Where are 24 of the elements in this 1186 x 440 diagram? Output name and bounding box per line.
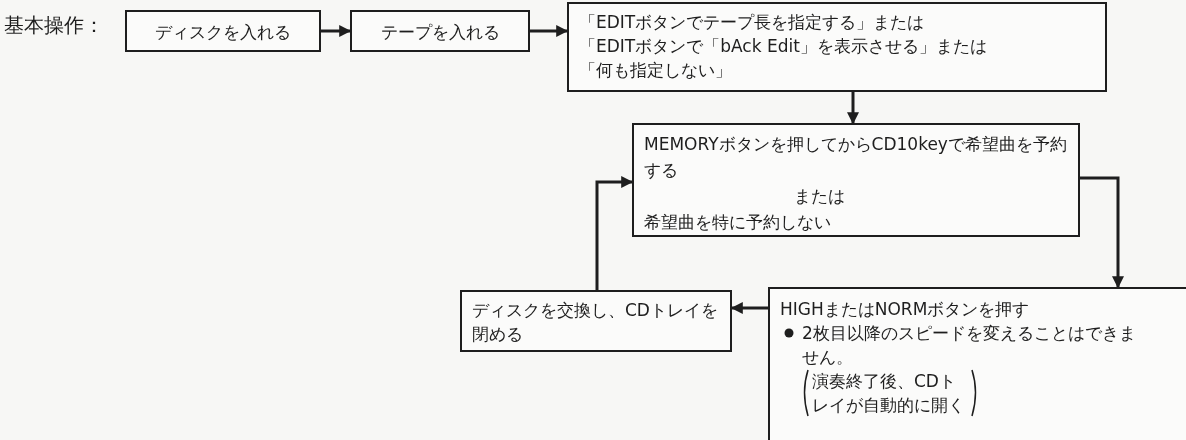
box-text: ディスクを入れる [154, 21, 292, 44]
heading-label: 基本操作： [4, 12, 104, 39]
arrow [595, 176, 634, 290]
box-text: MEMORYボタンを押してからCD10keyで希望曲を予約する [644, 133, 1068, 182]
arrow [1080, 176, 1124, 289]
process-box [567, 2, 1107, 92]
box-text: ディスクを交換し、CDトレイを閉める [472, 299, 719, 346]
box-text: 「EDITボタンでテープ長を指定する」または [579, 11, 926, 34]
process-box [350, 10, 530, 52]
process-box [768, 287, 1186, 440]
arrow [530, 25, 569, 37]
arrow [847, 92, 859, 125]
box-text: 「何も指定しない」 [579, 59, 733, 82]
box-text: HIGHまたはNORMボタンを押す [780, 298, 1031, 321]
box-text: 「EDITボタンで「bAck Edit」を表示させる」または [579, 35, 988, 58]
arrow [321, 25, 352, 37]
process-box [632, 123, 1080, 237]
box-text: テープを入れる [379, 21, 501, 44]
box-text: 希望曲を特に予約しない [644, 211, 832, 234]
box-text: 2枚目以降のスピードを変えることはできません。 [802, 321, 1142, 369]
box-text: または [793, 185, 845, 208]
process-box [460, 290, 732, 352]
process-box [125, 10, 321, 52]
box-text: 演奏終了後、CDトレイが自動的に開く [808, 369, 974, 417]
